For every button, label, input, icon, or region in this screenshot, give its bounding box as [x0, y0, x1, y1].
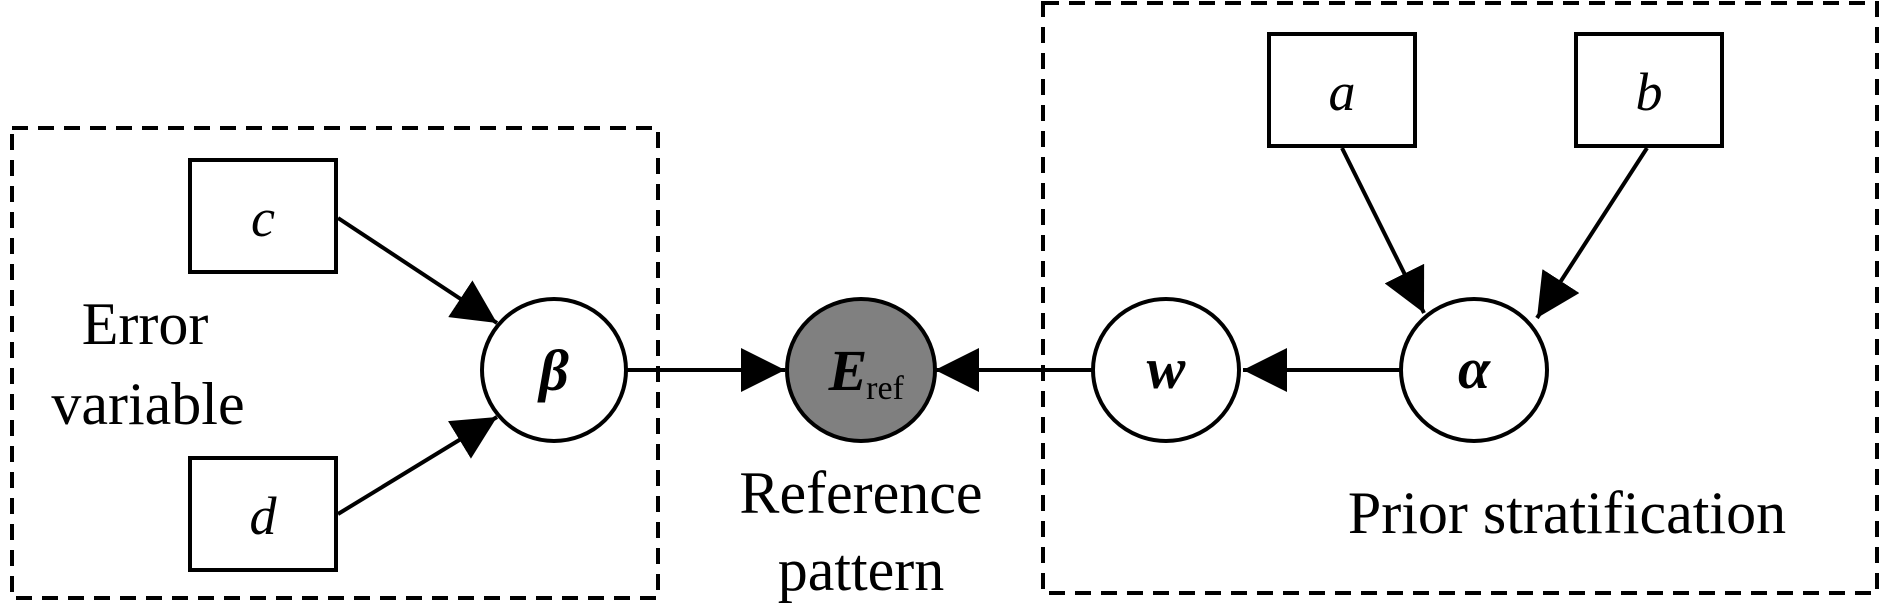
edge-d-to-beta — [336, 415, 499, 516]
edge-b-to-alpha — [1535, 146, 1649, 320]
node-alpha-symbol: α — [1458, 336, 1491, 401]
error-plate-label-line2: variable — [51, 371, 244, 437]
prior-stratification-plate — [1041, 1, 1879, 595]
reference-label-line1: Reference — [739, 460, 982, 526]
node-a: a — [1267, 32, 1417, 148]
node-w-symbol: w — [1147, 336, 1186, 401]
node-b-symbol: b — [1636, 62, 1663, 122]
node-beta-symbol: β — [537, 338, 569, 403]
node-a-symbol: a — [1329, 62, 1356, 122]
node-c-symbol: c — [251, 188, 275, 248]
error-variable-plate — [10, 126, 660, 600]
reference-label-line2: pattern — [778, 537, 945, 603]
node-d-symbol: d — [250, 486, 278, 546]
edge-a-to-alpha — [1340, 147, 1426, 314]
node-eref-subscript: ref — [866, 370, 904, 407]
error-plate-label-line1: Error — [82, 291, 209, 357]
node-alpha: α — [1399, 297, 1549, 443]
node-eref: E ref — [785, 297, 937, 443]
node-b: b — [1574, 32, 1724, 148]
node-w: w — [1091, 297, 1241, 443]
node-d: d — [188, 456, 338, 572]
observed-node-circle — [785, 297, 937, 443]
node-beta: β — [480, 297, 628, 443]
node-c: c — [188, 158, 338, 274]
edge-c-to-beta — [336, 216, 499, 325]
node-eref-symbol: E — [828, 338, 868, 403]
prior-plate-label: Prior stratification — [1348, 480, 1786, 546]
